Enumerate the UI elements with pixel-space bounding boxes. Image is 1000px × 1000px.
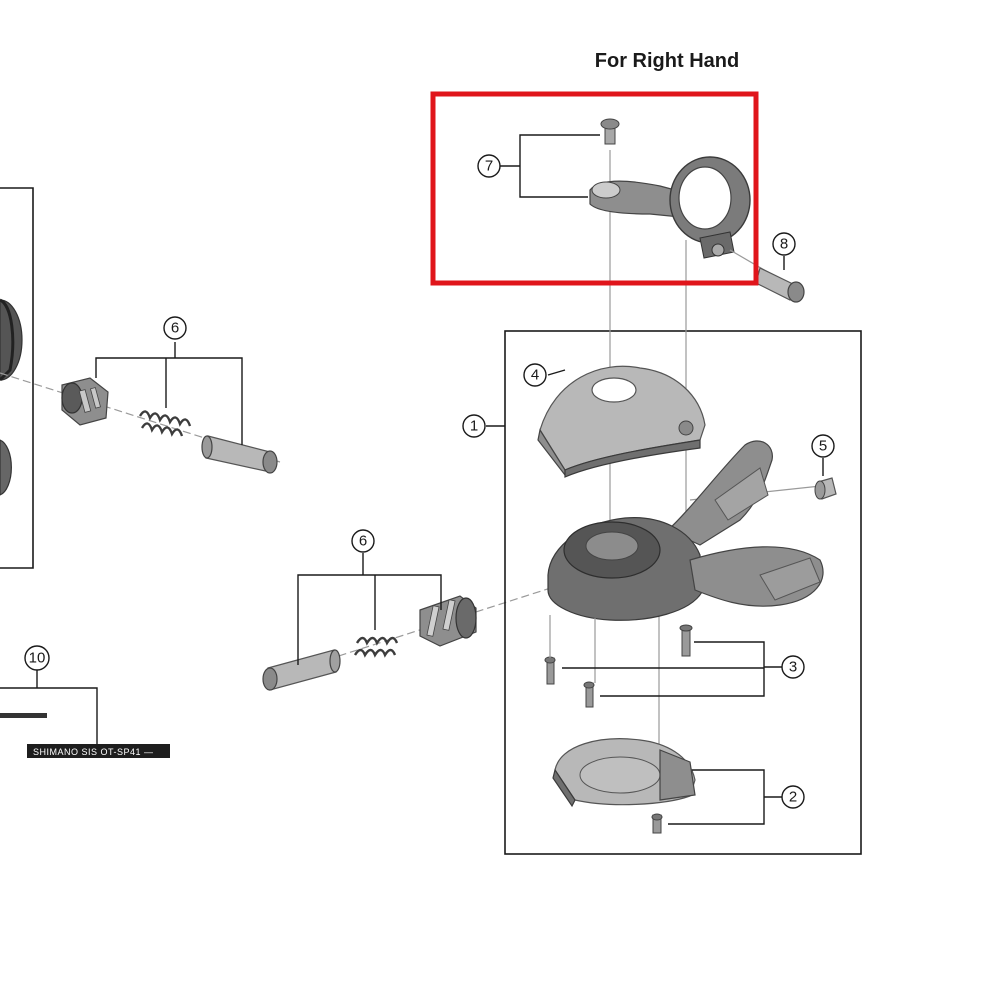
svg-text:2: 2: [789, 789, 797, 806]
svg-text:8: 8: [780, 236, 788, 253]
inner-cable: [0, 713, 47, 718]
middle-barrel-adjuster: [419, 595, 477, 647]
middle-group-6-bracket: [297, 574, 442, 665]
screw-b: [544, 656, 556, 685]
callout-5: 5: [811, 434, 835, 458]
left-barrel-adjuster: [61, 377, 109, 426]
callout-7: 7: [477, 154, 501, 178]
callout-3-bracket: [600, 641, 765, 697]
svg-text:7: 7: [485, 158, 493, 175]
diagram-title: For Right Hand: [595, 50, 739, 72]
svg-text:10: 10: [29, 650, 46, 667]
left-spring: [138, 410, 192, 437]
left-assembly-frame: [0, 187, 34, 569]
part-7-clamp-band: 7: [477, 118, 751, 259]
callout-3: 3: [781, 655, 805, 679]
part-10-cable-and-label: 10 SHIMANO SIS OT-SP41 —: [0, 645, 170, 758]
callout-8: 8: [772, 232, 796, 256]
callout-1: 1: [462, 414, 486, 438]
part-2-bottom-cover: [552, 738, 696, 834]
left-parts-group-6: 6: [61, 316, 278, 474]
outer-casing-label-text: SHIMANO SIS OT-SP41 —: [33, 747, 154, 757]
part-8-clamp-bolt: [729, 249, 805, 303]
screw-c: [583, 681, 595, 708]
svg-text:6: 6: [171, 320, 179, 337]
callout-4: 4: [523, 363, 547, 387]
left-assembly: [0, 187, 281, 569]
part-3-screws: [544, 615, 693, 708]
screw-a: [679, 624, 693, 657]
middle-plunger-pin: [262, 649, 341, 691]
shifter-main-body: [547, 440, 824, 621]
part-4-top-cover: [537, 365, 706, 478]
svg-text:1: 1: [470, 418, 478, 435]
callout-10: 10: [24, 645, 50, 671]
left-clamp-fragment: [0, 439, 12, 496]
callout-6-left: 6: [163, 316, 187, 340]
right-hand-main-assembly: 4 1 5: [462, 150, 862, 855]
part-1-frame: [504, 330, 862, 855]
highlight-box: [430, 91, 759, 286]
left-lever-body-fragment: [0, 299, 23, 381]
part-7-bolt: [600, 118, 620, 145]
middle-spring: [353, 636, 399, 658]
part-5-cap: [814, 477, 837, 500]
svg-text:3: 3: [789, 659, 797, 676]
left-group-6-bracket: [95, 357, 243, 445]
callout-7-bracket: [519, 134, 600, 198]
left-plunger-pin: [201, 435, 278, 474]
outer-casing-label: [27, 744, 170, 758]
callout-2: 2: [781, 785, 805, 809]
right-parts-group-6: 6: [262, 529, 561, 691]
callout-6-middle: 6: [351, 529, 375, 553]
callout-10-bracket: [0, 687, 98, 748]
left-lever-body-edge: [0, 298, 15, 382]
svg-text:5: 5: [819, 438, 827, 455]
svg-text:4: 4: [531, 367, 539, 384]
svg-text:6: 6: [359, 533, 367, 550]
